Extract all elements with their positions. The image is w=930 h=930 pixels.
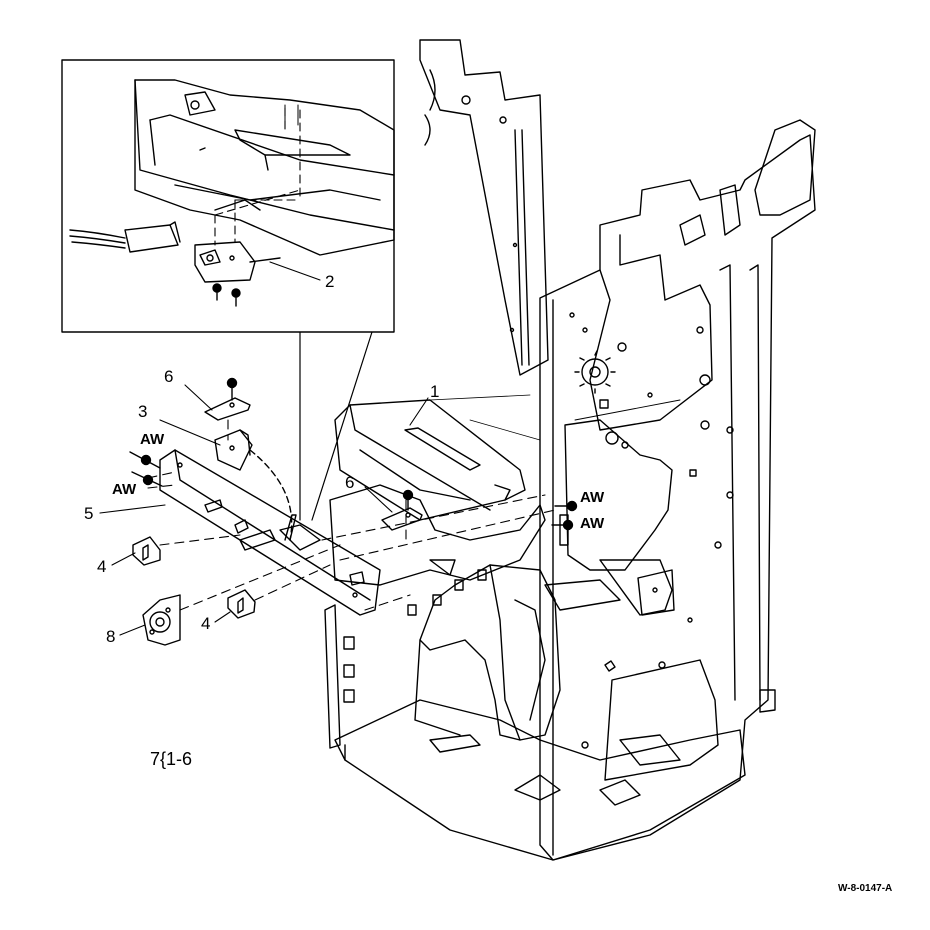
bracket-plate-part-5 — [159, 449, 381, 616]
switch-part-8 — [142, 594, 181, 646]
callout-4-right: 4 — [201, 614, 211, 633]
figure-id: W-8-0147-A — [838, 883, 893, 894]
guide-rail-part-1 — [334, 394, 541, 521]
sensor-bracket-part-3 — [214, 429, 293, 541]
rear-frame-panel — [419, 39, 549, 376]
detail-inset — [61, 59, 395, 333]
paper-chute — [414, 564, 621, 741]
aw-label-left-top: AW — [140, 431, 165, 448]
actuator-part-4-b — [227, 589, 256, 619]
small-bracket-part-6-a — [204, 397, 251, 421]
callout-6-top: 6 — [164, 367, 174, 386]
callout-5: 5 — [84, 504, 94, 523]
callout-8: 8 — [106, 627, 116, 646]
aw-label-left-bottom: AW — [112, 481, 137, 498]
module-reference: 7{1-6 — [150, 749, 193, 769]
callout-3: 3 — [138, 402, 148, 421]
callout-1: 1 — [430, 382, 440, 401]
aw-label-right-bottom: AW — [580, 515, 605, 532]
aw-label-right-top: AW — [580, 489, 605, 506]
right-side-frame — [539, 119, 816, 861]
callout-4-left: 4 — [97, 557, 107, 576]
exploded-lines — [147, 419, 556, 611]
callout-leaders — [99, 261, 429, 636]
left-lower-wall — [324, 569, 487, 749]
detail-zoom-lines — [299, 331, 373, 521]
screws — [129, 377, 578, 531]
callout-2: 2 — [325, 272, 335, 291]
frame-base — [334, 659, 776, 861]
actuator-part-4-a — [132, 536, 161, 566]
callout-6-middle: 6 — [345, 473, 355, 492]
inner-bracket — [329, 484, 569, 586]
